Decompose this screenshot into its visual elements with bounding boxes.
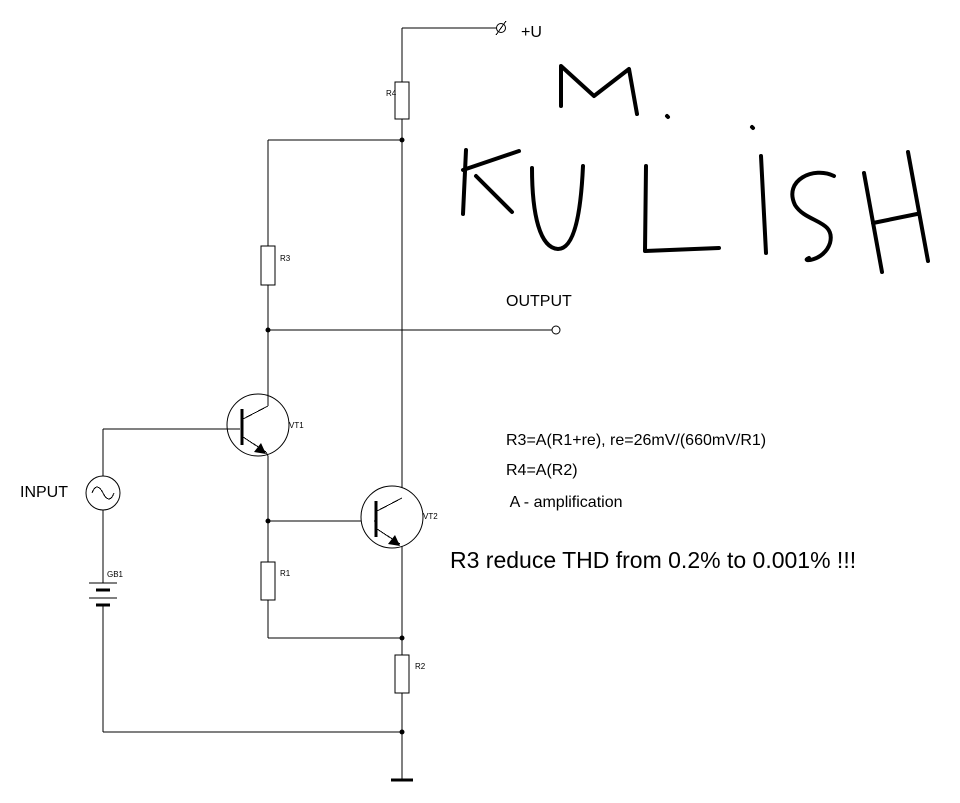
supply-terminal	[495, 20, 507, 36]
supply-label: +U	[521, 24, 542, 41]
junction-dot	[265, 327, 271, 333]
junction-dots	[265, 137, 405, 735]
junction-dot	[399, 635, 405, 641]
output-terminal	[551, 325, 561, 335]
handwritten-signature	[461, 64, 930, 274]
formula-r4: R4=A(R2)	[506, 462, 578, 479]
amplification-note: A - amplification	[506, 494, 623, 511]
transistor-vt2	[360, 485, 424, 549]
ac-source-icon	[85, 475, 121, 511]
r1-label: R1	[280, 569, 291, 578]
wires	[102, 27, 552, 780]
resistor-r1	[260, 561, 276, 601]
resistor-r4	[394, 81, 410, 120]
junction-dot	[399, 137, 405, 143]
vt2-label: VT2	[423, 512, 438, 521]
vt1-label: VT1	[289, 421, 304, 430]
resistor-r2	[394, 654, 410, 694]
thd-claim: R3 reduce THD from 0.2% to 0.001% !!!	[450, 547, 856, 573]
resistor-r3	[260, 245, 276, 286]
junction-dot	[265, 518, 271, 524]
r2-label: R2	[415, 662, 426, 671]
transistor-vt1	[210, 393, 290, 457]
output-label: OUTPUT	[506, 293, 572, 310]
r3-label: R3	[280, 254, 291, 263]
battery-gb1	[89, 582, 117, 607]
formula-r3: R3=A(R1+re), re=26mV/(660mV/R1)	[506, 432, 766, 449]
junction-dot	[399, 729, 405, 735]
input-label: INPUT	[20, 484, 68, 501]
r4-label: R4	[386, 89, 397, 98]
gb1-label: GB1	[107, 570, 124, 579]
